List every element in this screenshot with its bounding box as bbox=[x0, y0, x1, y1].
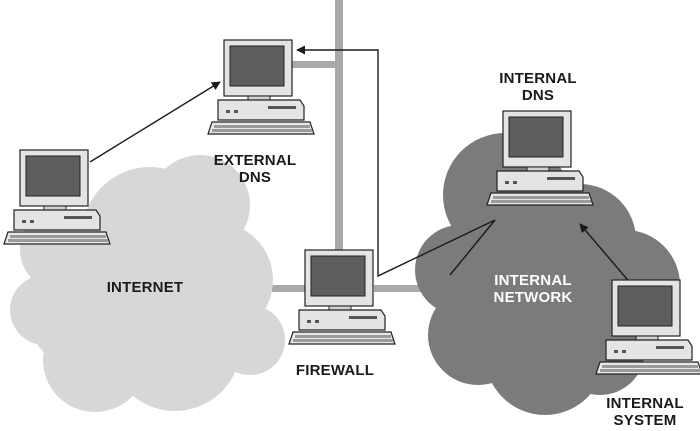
firewall-label-text: FIREWALL bbox=[295, 362, 375, 379]
internet-label-text: INTERNET bbox=[106, 279, 184, 296]
internal-dns-label-line1: INTERNAL bbox=[499, 70, 577, 87]
traffic-arrows bbox=[89, 45, 633, 286]
internal-system-label: INTERNAL SYSTEM bbox=[595, 395, 695, 429]
external-dns-label: EXTERNAL DNS bbox=[205, 152, 305, 186]
external-dns-label-line1: EXTERNAL bbox=[213, 152, 297, 169]
internet-label: INTERNET bbox=[95, 279, 195, 296]
arrow-internal-dns-to-external-dns bbox=[296, 45, 496, 278]
internal-dns-label: INTERNAL DNS bbox=[488, 70, 588, 104]
internal-network-label-line2: NETWORK bbox=[493, 289, 573, 306]
internal-system-label-line1: INTERNAL bbox=[606, 395, 684, 412]
internal-network-label-line1: INTERNAL bbox=[494, 272, 572, 289]
internal-system-label-line2: SYSTEM bbox=[613, 412, 677, 429]
internet-cloud-icon bbox=[10, 155, 285, 412]
external-dns-label-line2: DNS bbox=[238, 169, 272, 186]
internal-network-label: INTERNAL NETWORK bbox=[478, 272, 588, 306]
internal-system-computer-icon bbox=[595, 279, 700, 375]
internal-dns-label-line2: DNS bbox=[521, 87, 555, 104]
firewall-computer-icon bbox=[288, 249, 396, 345]
internal-dns-computer-icon bbox=[486, 110, 594, 206]
network-links bbox=[250, 0, 430, 292]
arrow-internet-to-external-dns bbox=[89, 81, 221, 163]
external-dns-computer-icon bbox=[207, 39, 315, 135]
arrow-internal-system-to-internal-dns bbox=[579, 223, 633, 286]
firewall-label: FIREWALL bbox=[285, 362, 385, 379]
